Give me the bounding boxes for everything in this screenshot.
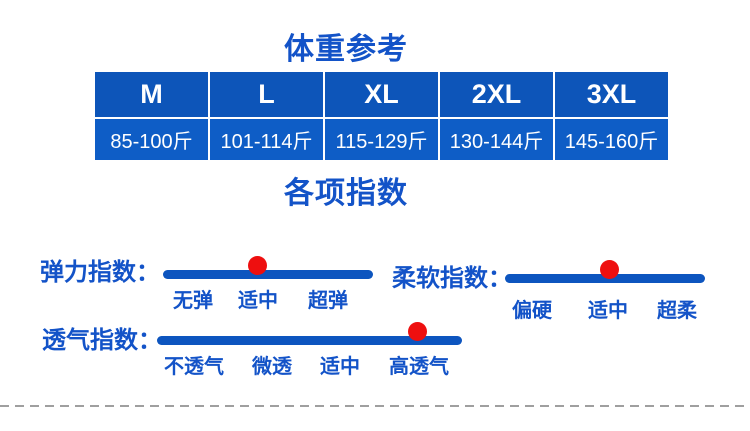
tick-label: 适中 xyxy=(238,290,278,312)
tick-label: 微透 xyxy=(252,356,292,378)
slider-track-elasticity xyxy=(163,270,373,279)
size-column-header: XL xyxy=(325,72,438,117)
tick-label: 不透气 xyxy=(164,356,224,378)
size-weight-table: M L XL 2XL 3XL 85-100斤 101-114斤 115-129斤… xyxy=(95,72,668,160)
dashed-divider xyxy=(0,405,750,407)
tick-label: 适中 xyxy=(588,300,628,322)
slider-label-softness: 柔软指数： xyxy=(392,265,512,292)
size-column-header: 2XL xyxy=(440,72,553,117)
slider-indicator-elasticity xyxy=(248,256,267,275)
tick-label: 偏硬 xyxy=(512,300,552,322)
slider-label-elasticity: 弹力指数： xyxy=(40,259,160,286)
slider-label-breathability: 透气指数： xyxy=(42,327,162,354)
weight-range-cell: 101-114斤 xyxy=(210,119,323,160)
weight-range-cell: 85-100斤 xyxy=(95,119,208,160)
tick-label: 适中 xyxy=(320,356,360,378)
slider-indicator-softness xyxy=(600,260,619,279)
tick-label: 超柔 xyxy=(657,300,697,322)
tick-label: 超弹 xyxy=(308,290,348,312)
tick-label: 高透气 xyxy=(389,356,449,378)
size-column-header: L xyxy=(210,72,323,117)
slider-track-softness xyxy=(505,274,705,283)
size-column-header: M xyxy=(95,72,208,117)
slider-indicator-breathability xyxy=(408,322,427,341)
weight-range-cell: 115-129斤 xyxy=(325,119,438,160)
size-column-header: 3XL xyxy=(555,72,668,117)
weight-range-cell: 145-160斤 xyxy=(555,119,668,160)
weight-reference-title: 体重参考 xyxy=(284,33,408,66)
tick-label: 无弹 xyxy=(173,290,213,312)
weight-range-cell: 130-144斤 xyxy=(440,119,553,160)
slider-track-breathability xyxy=(157,336,462,345)
index-section-title: 各项指数 xyxy=(284,177,408,210)
